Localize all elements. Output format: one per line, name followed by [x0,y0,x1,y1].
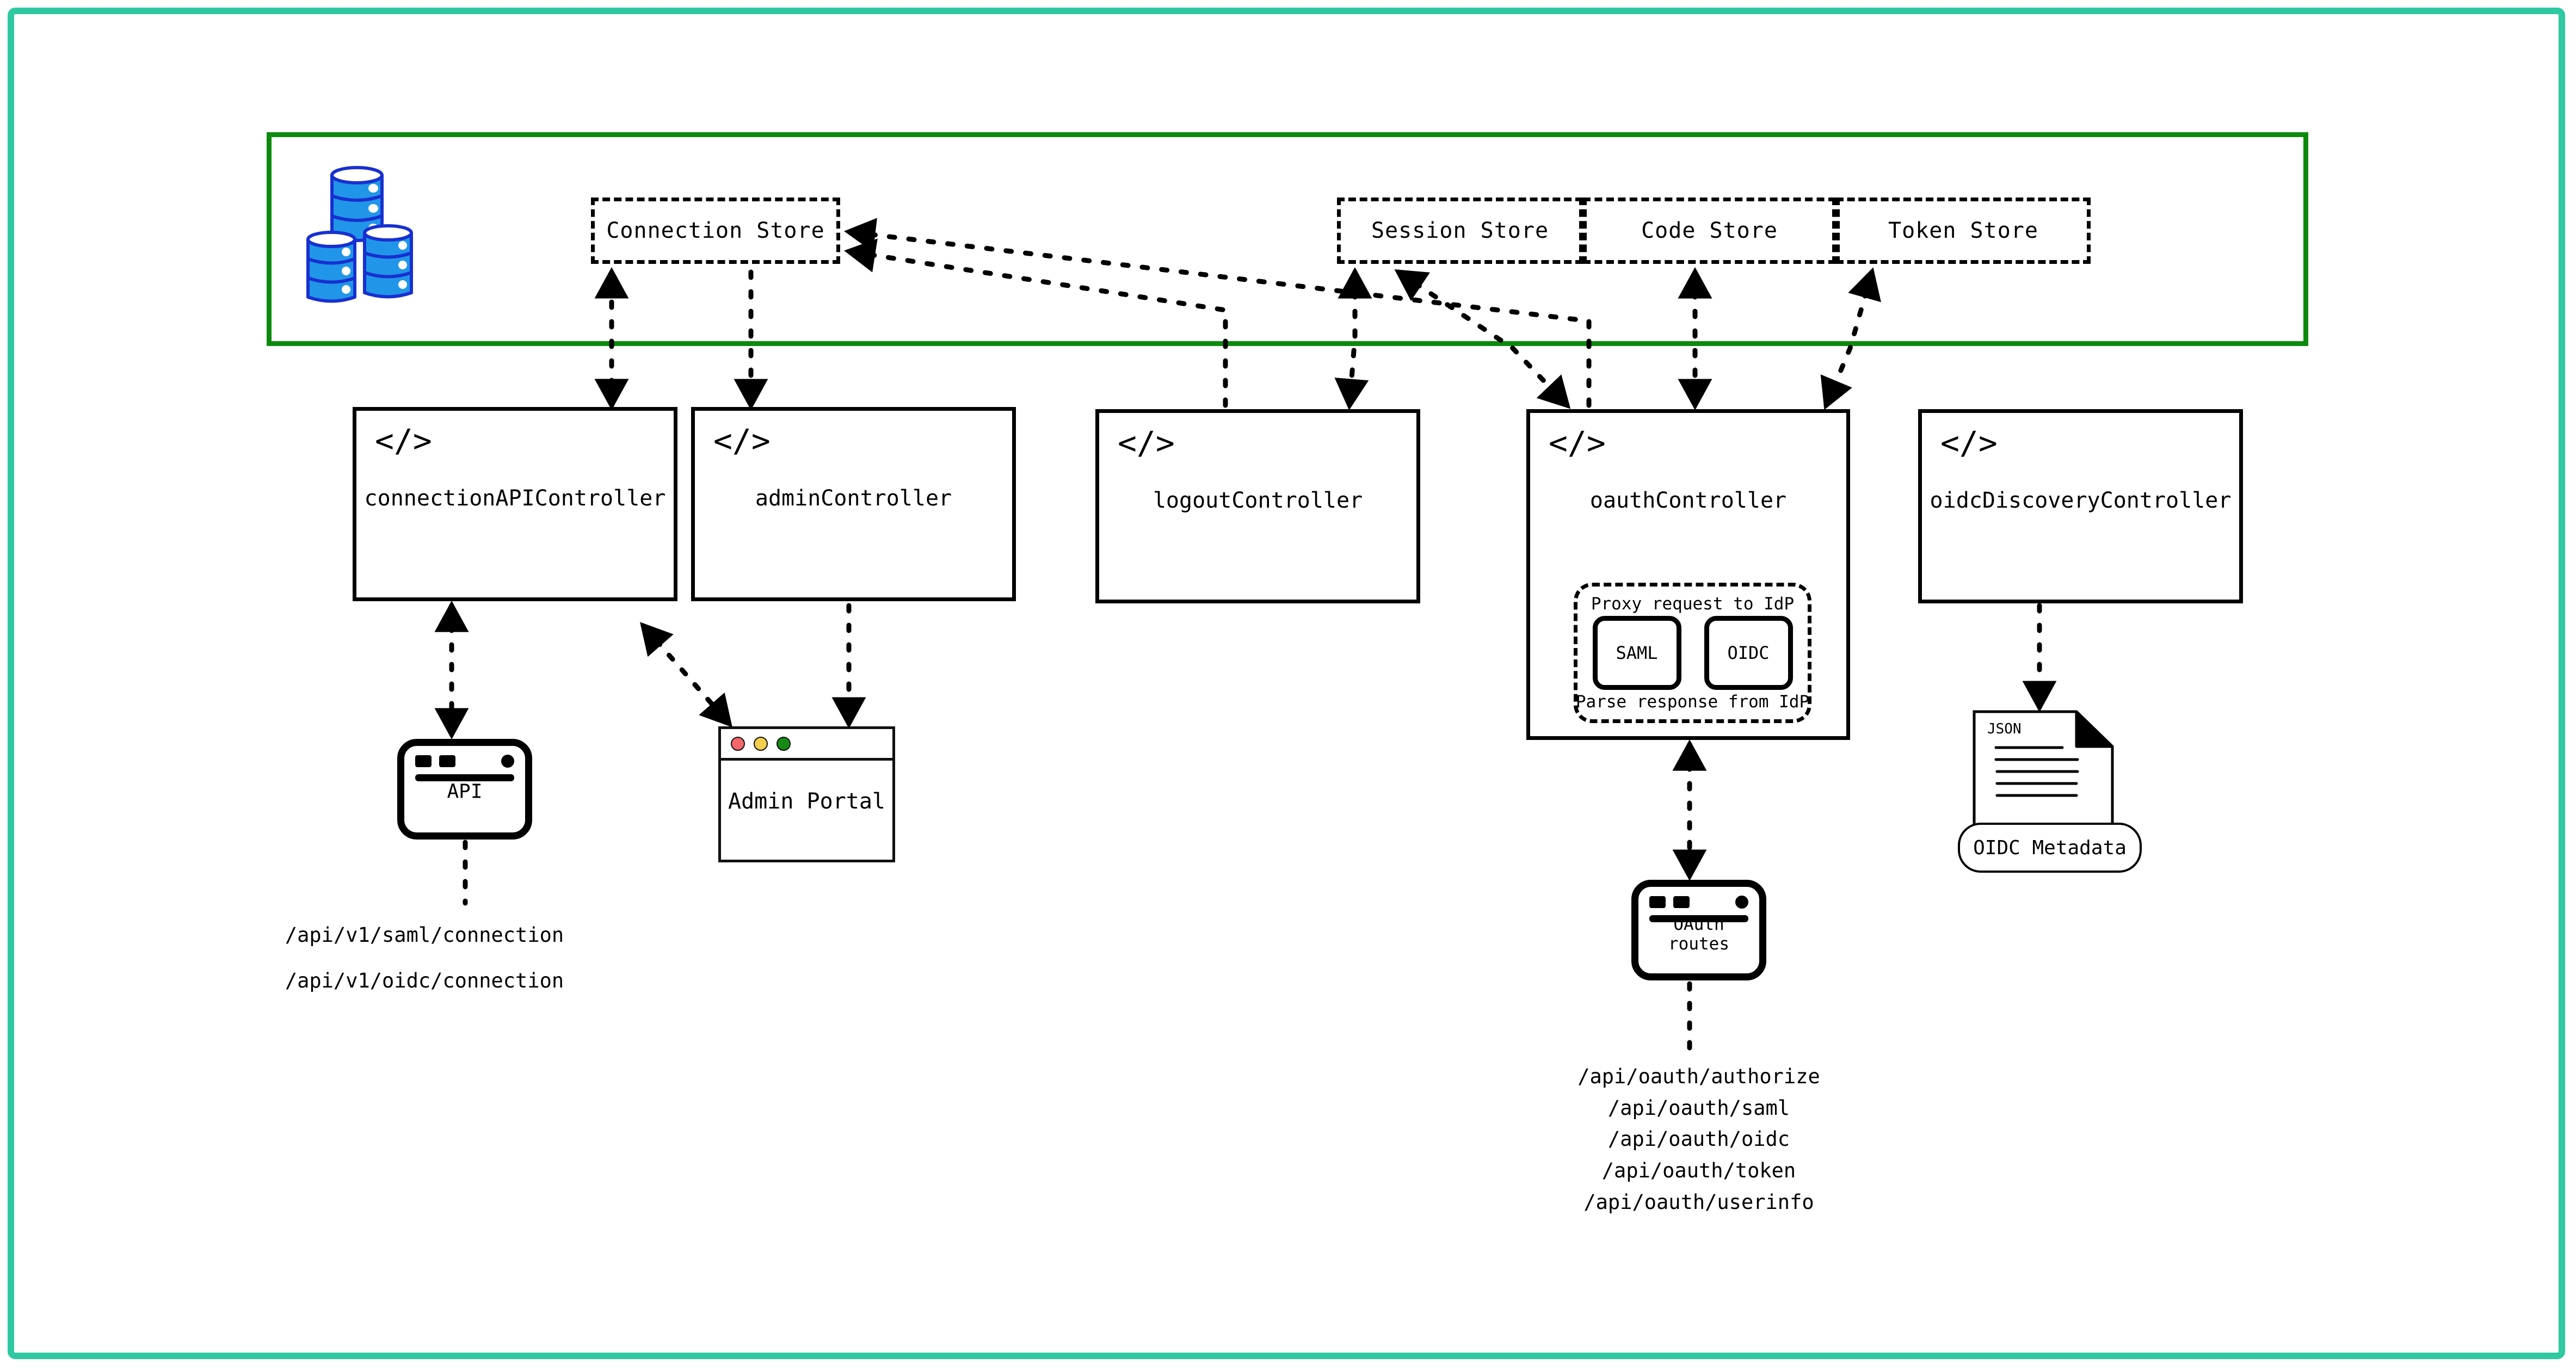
controller-label: connectionAPIController [364,486,666,511]
oidc-metadata-doc[interactable]: JSON OIDC Metadata [1958,707,2142,873]
idp-protocol-buttons: SAML OIDC [1592,616,1793,690]
store-label: Session Store [1371,218,1549,243]
oidc-button-label: OIDC [1727,643,1770,663]
route-item: /api/oauth/authorize [1577,1065,1820,1088]
api-node[interactable]: API [397,739,532,840]
idp-proxy-region: Proxy request to IdP SAML OIDC Parse res… [1574,583,1811,723]
admin-portal-label: Admin Portal [728,789,885,814]
admin-portal-node[interactable]: Admin Portal [718,726,895,862]
controller-label: logoutController [1153,488,1363,513]
controller-admin-controller[interactable]: </> adminController [691,407,1016,601]
api-node-label: API [447,780,483,803]
traffic-light-red-icon [731,736,745,751]
route-item: /api/oauth/userinfo [1583,1190,1814,1214]
store-session-store[interactable]: Session Store [1337,198,1583,264]
code-icon: </> [713,422,771,459]
store-label: Code Store [1641,218,1778,243]
saml-button[interactable]: SAML [1592,616,1681,690]
connection-api-routes-list: /api/v1/saml/connection /api/v1/oidc/con… [234,919,615,996]
controller-label: oauthController [1589,488,1787,513]
titlebar-rule [415,774,515,781]
store-token-store[interactable]: Token Store [1836,198,2091,264]
idp-parse-response-text: Parse response from IdP [1575,692,1810,712]
controller-oidc-discovery-controller[interactable]: </> oidcDiscoveryController [1918,409,2243,603]
traffic-light-green-icon [777,736,791,751]
store-label: Connection Store [606,218,825,243]
store-code-store[interactable]: Code Store [1583,198,1836,264]
database-stack-icon [300,163,436,312]
idp-proxy-request-text: Proxy request to IdP [1591,594,1795,614]
titlebar-rule [1649,915,1749,922]
controller-logout-controller[interactable]: </> logoutController [1095,409,1420,603]
titlebar-square-icon [439,755,455,767]
titlebar-dot-icon [1735,896,1749,909]
route-item: /api/oauth/oidc [1607,1127,1790,1151]
store-label: Token Store [1888,218,2038,243]
code-icon: </> [1118,424,1175,461]
titlebar-square-icon [1673,896,1690,908]
saml-button-label: SAML [1616,643,1658,663]
oauth-routes-list: /api/oauth/authorize /api/oauth/saml /ap… [1508,1061,1889,1218]
titlebar-dot-icon [501,755,515,768]
store-connection-store[interactable]: Connection Store [591,198,840,264]
oauth-routes-titlebar [1649,895,1749,909]
route-item: /api/v1/saml/connection [285,923,564,947]
titlebar-square-icon [1649,896,1666,908]
browser-titlebar [721,729,892,761]
svg-text:JSON: JSON [1987,721,2022,737]
route-item: /api/v1/oidc/connection [285,968,564,992]
code-icon: </> [375,422,432,459]
oidc-button[interactable]: OIDC [1704,616,1793,690]
api-window-titlebar [415,754,515,768]
traffic-light-yellow-icon [754,736,768,751]
titlebar-square-icon [415,755,432,767]
oidc-metadata-label-text: OIDC Metadata [1973,836,2127,859]
route-item: /api/oauth/saml [1607,1096,1790,1120]
diagram-outer-frame [8,8,2565,1359]
controller-label: adminController [755,486,952,511]
controller-label: oidcDiscoveryController [1930,488,2232,513]
code-icon: </> [1549,424,1606,461]
controller-connection-api-controller[interactable]: </> connectionAPIController [353,407,677,601]
code-icon: </> [1940,424,1998,461]
oidc-metadata-label: OIDC Metadata [1958,823,2142,873]
controller-oauth-controller[interactable]: </> oauthController Proxy request to IdP… [1526,409,1850,740]
oauth-routes-label: OAuth routes [1668,914,1729,954]
oauth-routes-node[interactable]: OAuth routes [1631,880,1766,980]
route-item: /api/oauth/token [1601,1159,1796,1183]
